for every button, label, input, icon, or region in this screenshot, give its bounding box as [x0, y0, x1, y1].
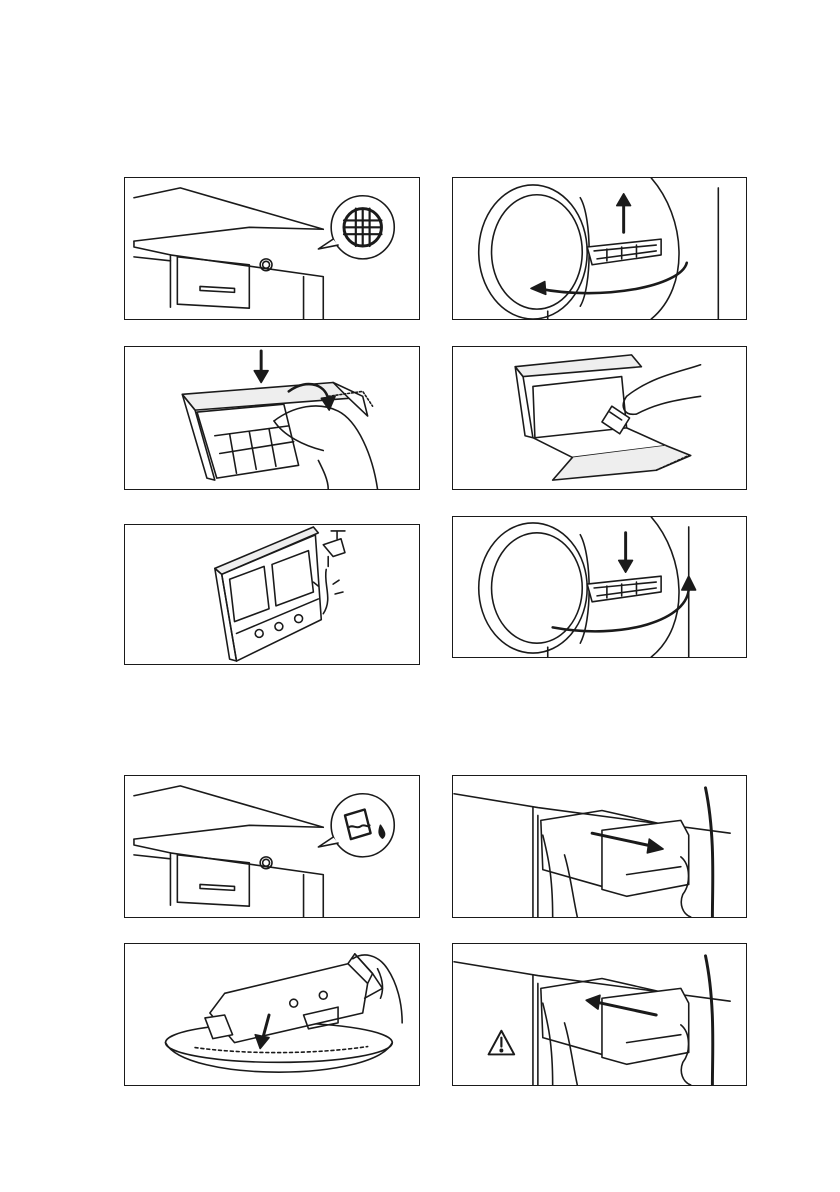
filter-open-drawing: [182, 383, 372, 481]
panel-step-8: [452, 775, 747, 918]
hand-drawing: [274, 406, 378, 489]
filter-grid-icon: [318, 196, 394, 259]
panel-step-6: [452, 516, 747, 658]
panel-step-10: [452, 943, 747, 1086]
arrow-down-icon: [254, 351, 268, 383]
filter-open-drawing: [515, 355, 691, 480]
filter-rinse-drawing: [215, 527, 321, 661]
panel-step-4: [452, 346, 747, 490]
panel-step-1: [124, 177, 420, 320]
arrow-down-icon: [619, 533, 633, 572]
water-container-drawing: [205, 954, 382, 1043]
water-container-icon: [318, 794, 394, 857]
panel-step-9: [124, 943, 420, 1086]
panel-step-3: [124, 346, 420, 490]
curved-arrow-icon: [531, 263, 687, 295]
panel-step-2: [452, 177, 747, 320]
filter-drawing: [587, 576, 661, 602]
panel-step-5: [124, 524, 420, 665]
filter-drawing: [587, 239, 661, 265]
arrow-up-icon: [617, 194, 631, 232]
water-container-drawing: [541, 811, 689, 897]
water-container-drawing: [541, 979, 689, 1065]
dryer-top-drawing: [134, 188, 323, 319]
dryer-top-drawing: [134, 786, 323, 917]
hand-icon: [602, 365, 701, 434]
warning-icon: [489, 1031, 515, 1055]
panel-step-7: [124, 775, 420, 918]
